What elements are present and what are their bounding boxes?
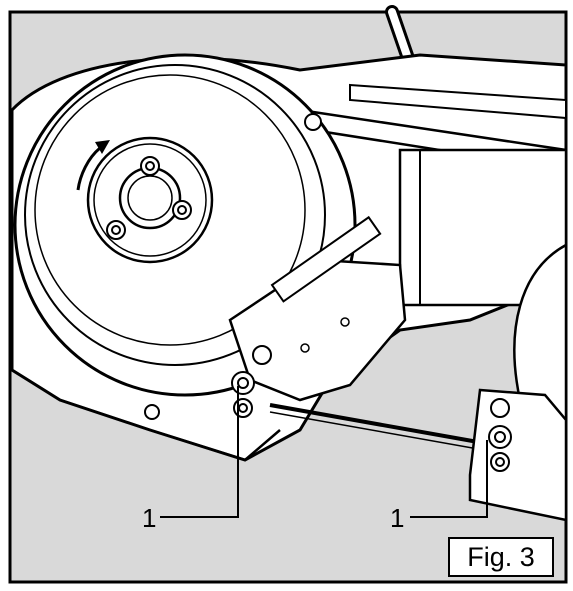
callout-leader-left: [160, 386, 239, 518]
saw-blade: [269, 403, 496, 447]
callout-number-left: 1: [142, 503, 157, 533]
right-guide: [468, 388, 568, 522]
callout-number-right: 1: [390, 503, 405, 533]
hub-screws: [106, 156, 192, 240]
rotation-arrow: [76, 146, 101, 191]
right-guide-screws: [488, 398, 512, 472]
callout-leader-right: [410, 440, 488, 518]
figure-label: Fig. 3: [448, 537, 554, 577]
